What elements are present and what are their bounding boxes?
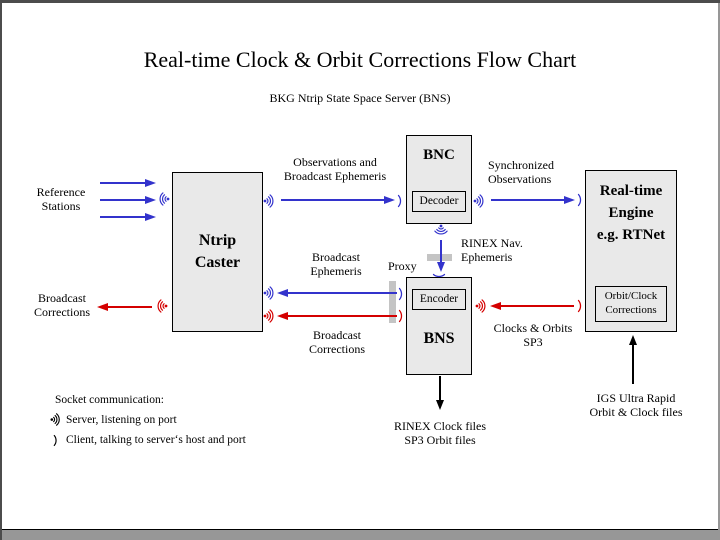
ref-station-arrow-2-head [145,196,156,204]
node-ntrip-caster: Ntrip Caster [172,172,263,332]
label-proxy: Proxy [388,259,417,273]
ref-station-arrow-1-line [100,182,145,184]
observations-arrow-head [384,196,395,204]
ref-station-arrow-3-line [100,216,145,218]
node-bnc-decoder: Decoder [412,191,466,212]
legend-client-icon [52,433,61,448]
igs-arrow-line [632,344,634,384]
ref-station-arrow-1-head [145,179,156,187]
label-synchronized-observations: Synchronized Observations [488,158,554,187]
rinex-nav-arrow-head [437,262,445,272]
ntrip-observations-server-icon [262,193,278,209]
node-bnc: BNC Decoder [406,135,472,224]
label-igs-ultra-rapid: IGS Ultra Rapid Orbit & Clock files [589,391,683,420]
ntrip-corrections-server-icon [262,308,278,324]
proxy-barrier-horizontal [427,254,452,261]
legend-title: Socket communication: [55,394,164,406]
ntrip-caster-label: Ntrip Caster [194,232,241,271]
observations-arrow-line [281,199,386,201]
clocks-orbits-arrow-head [490,302,501,310]
bnc-downlink-server-icon [433,223,449,239]
ntrip-corrections-out-server-icon [153,298,169,314]
node-realtime-engine: Real-time Engine e.g. RTNet Orbit/Clock … [585,170,677,332]
legend-client-text: Client, talking to server‘s host and por… [66,434,246,446]
bns-output-server-icon [474,298,490,314]
broadcast-corrections-out-arrow-line [107,306,152,308]
encoder-label: Encoder [419,293,459,306]
rinex-nav-arrow-line [440,240,442,263]
slide-bottom-edge [2,529,718,530]
clocks-orbits-arrow-line [500,305,574,307]
frame-left [0,0,2,540]
node-orbit-clock-corrections: Orbit/Clock Corrections [595,286,667,322]
bnc-client-icon [396,193,406,209]
label-broadcast-corrections-out: Broadcast Corrections [34,291,90,320]
legend-server-icon [49,412,64,427]
bnc-label: BNC [423,147,455,163]
page-title: Real-time Clock & Orbit Corrections Flow… [143,47,577,72]
decoder-label: Decoder [419,195,459,208]
ref-station-arrow-2-line [100,199,145,201]
ntrip-ephemeris-server-icon [262,285,278,301]
node-bns: Encoder BNS [406,277,472,375]
legend-server-text: Server, listening on port [66,414,177,426]
ntrip-listen-observations-server-icon [155,191,171,207]
broadcast-ephemeris-arrow-head [277,289,288,297]
synchronized-observations-arrow-head [564,196,575,204]
bns-corrections-client-icon [397,308,407,324]
synchronized-observations-arrow-line [491,199,566,201]
node-bns-encoder: Encoder [412,289,466,310]
frame-right [718,3,720,540]
broadcast-corrections-out-arrow-head [97,303,108,311]
label-observations-broadcast-ephemeris: Observations and Broadcast Ephemeris [283,155,387,184]
bns-uplink-client-icon [432,269,446,285]
rinex-clock-files-arrow-head [436,400,444,410]
rinex-clock-files-arrow-line [439,376,441,401]
orbit-clock-corrections-label: Orbit/Clock Corrections [604,290,658,316]
igs-arrow-head [629,335,637,345]
bns-label: BNS [423,330,455,347]
label-reference-stations: Reference Stations [36,185,86,214]
engine-clocks-client-icon [576,298,586,314]
label-rinex-nav-ephemeris: RINEX Nav. Ephemeris [461,236,523,265]
realtime-engine-label: Real-time Engine e.g. RTNet [596,183,666,243]
bns-ephemeris-client-icon [397,286,407,302]
frame-bottom [0,530,720,540]
label-rinex-clock-files: RINEX Clock files SP3 Orbit files [394,419,486,448]
label-clocks-orbits-sp3: Clocks & Orbits SP3 [493,321,573,350]
ref-station-arrow-3-head [145,213,156,221]
label-broadcast-corrections-mid: Broadcast Corrections [309,328,365,357]
bnc-output-server-icon [472,193,488,209]
label-broadcast-ephemeris: Broadcast Ephemeris [310,250,362,279]
broadcast-corrections-mid-arrow-line [287,315,397,317]
page-subtitle: BKG Ntrip State Space Server (BNS) [269,91,451,105]
broadcast-ephemeris-arrow-line [287,292,397,294]
proxy-barrier-vertical [389,281,396,323]
frame-top [0,0,720,3]
broadcast-corrections-mid-arrow-head [277,312,288,320]
engine-observations-client-icon [576,192,586,208]
